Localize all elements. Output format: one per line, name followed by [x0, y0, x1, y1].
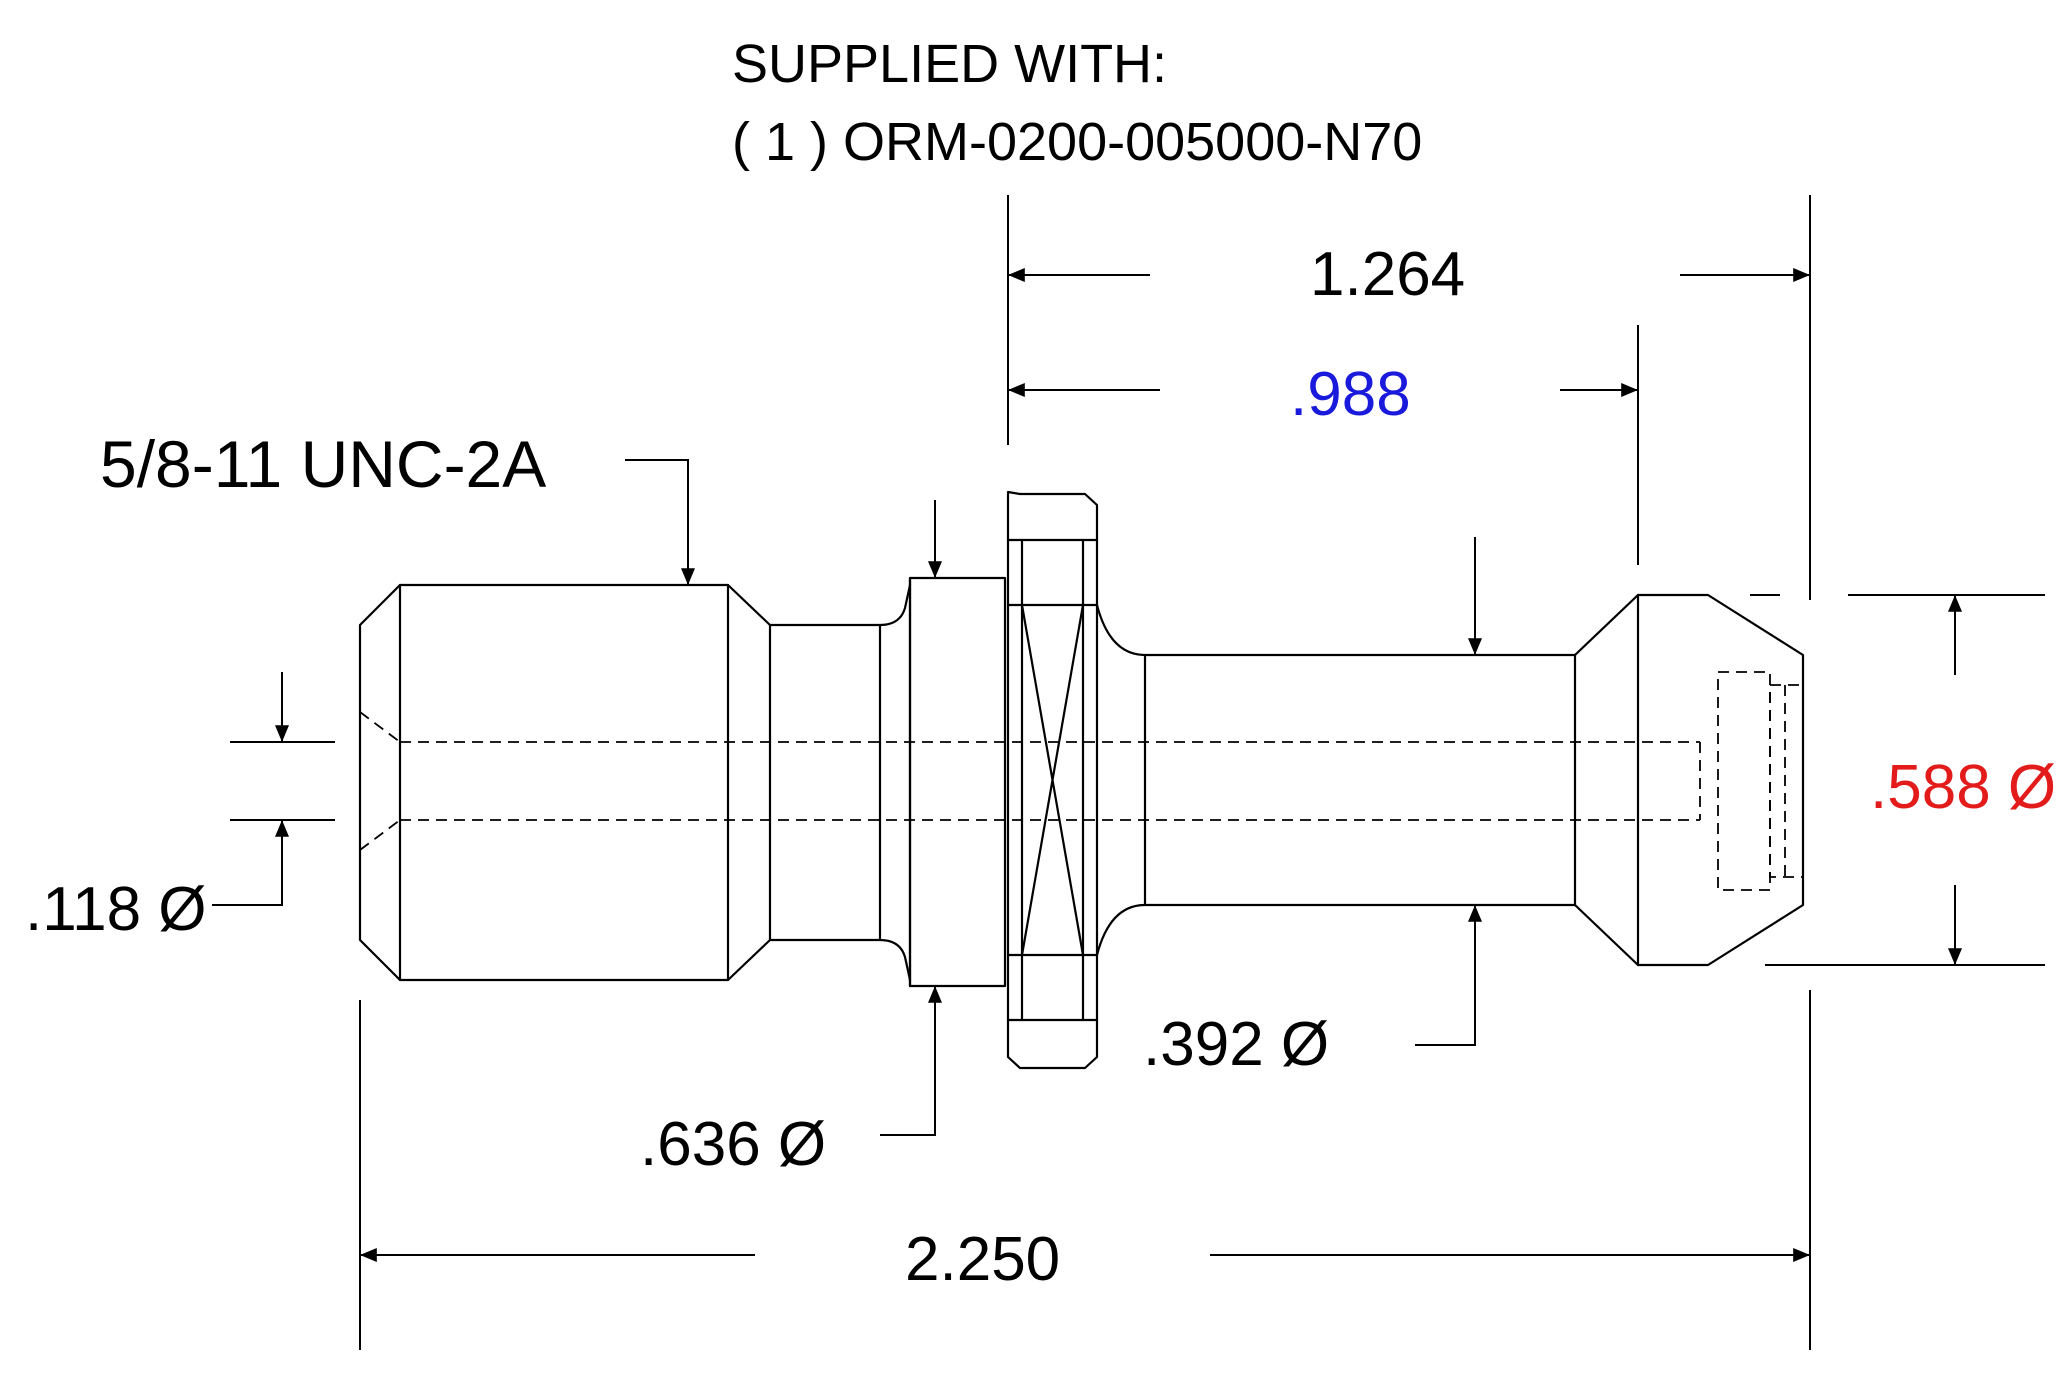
hidden-lines [359, 671, 1804, 891]
dim-1-264: 1.264 [1007, 195, 1811, 600]
dim-2-250: 2.250 [359, 990, 1811, 1350]
dim-2-250-value: 2.250 [905, 1225, 1060, 1294]
part-outline [358, 490, 1805, 1070]
dim-1-264-value: 1.264 [1310, 240, 1465, 309]
dim-636-value: .636 Ø [640, 1110, 826, 1179]
dim-988-value: .988 [1290, 360, 1411, 429]
thread-callout: 5/8-11 UNC-2A [100, 427, 695, 585]
dim-988: .988 [1008, 325, 1639, 565]
dim-118: .118 Ø [25, 672, 335, 944]
dim-118-value: .118 Ø [25, 875, 207, 944]
dim-588: .588 Ø [1750, 594, 2056, 966]
dim-588-value: .588 Ø [1870, 753, 2056, 822]
thread-callout-text: 5/8-11 UNC-2A [100, 427, 546, 501]
dim-392: .392 Ø [1143, 537, 1482, 1079]
note-line-2: ( 1 ) ORM-0200-005000-N70 [732, 112, 1422, 172]
dim-392-value: .392 Ø [1143, 1010, 1329, 1079]
note-line-1: SUPPLIED WITH: [732, 34, 1167, 94]
dim-636: .636 Ø [640, 500, 942, 1179]
